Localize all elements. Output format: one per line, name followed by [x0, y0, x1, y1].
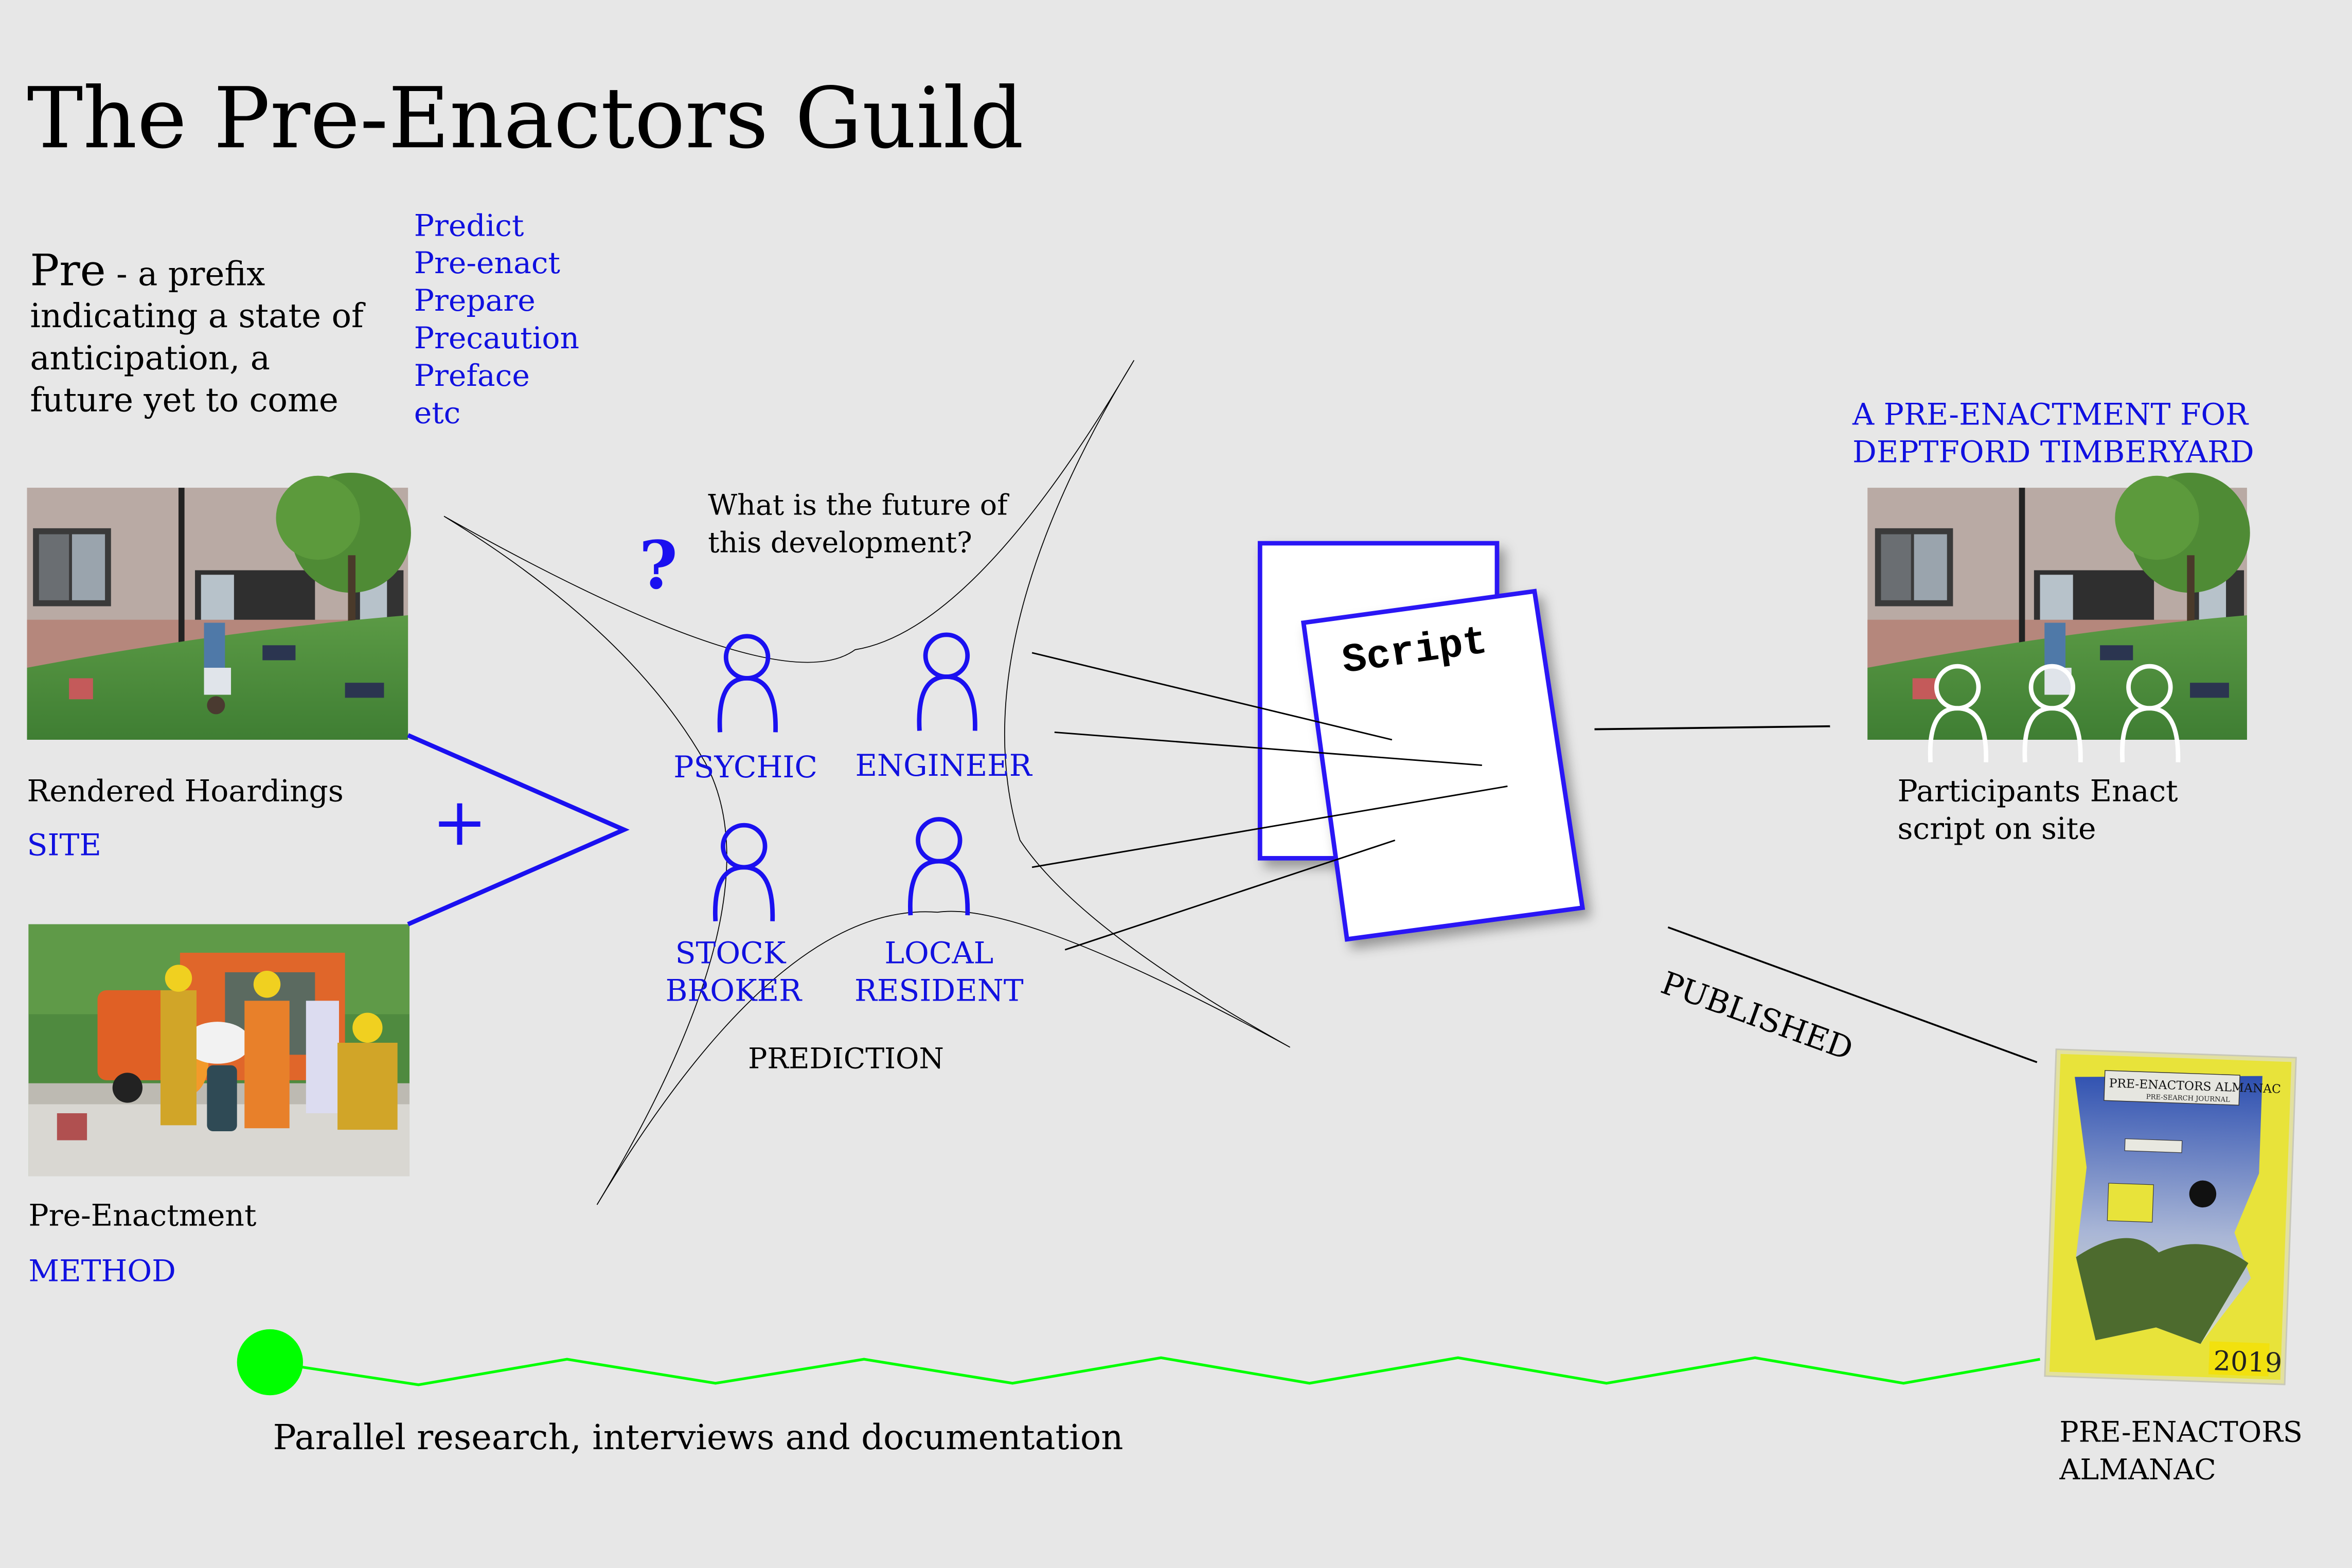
role-label-stock-broker: STOCK — [675, 935, 787, 970]
timeline-zigzag — [270, 1356, 2040, 1386]
definition-line: - a prefix — [106, 255, 265, 293]
participant-icon — [2022, 664, 2083, 762]
outcome-caption: Participants Enact — [1898, 774, 2178, 809]
definition-line: anticipation, a — [30, 339, 270, 378]
outcome-heading: DEPTFORD TIMBERYARD — [1852, 435, 2254, 470]
prefix-word: Pre-enact — [414, 245, 560, 280]
prefix-word: Precaution — [414, 320, 579, 355]
person-icon-psychic — [717, 634, 778, 733]
prefix-word: etc — [414, 396, 461, 431]
participant-icon — [2119, 664, 2181, 762]
definition-line: future yet to come — [30, 381, 338, 419]
almanac-caption: PRE-ENACTORS — [2059, 1416, 2302, 1449]
role-label-local-resident: RESIDENT — [854, 973, 1024, 1008]
prefix-word: Prepare — [414, 283, 536, 318]
question-mark-icon: ? — [639, 527, 678, 604]
almanac-caption: ALMANAC — [2059, 1453, 2216, 1486]
method-tag: METHOD — [28, 1254, 176, 1289]
method-image — [28, 924, 410, 1177]
almanac-cover-subtitle: PRE-SEARCH JOURNAL — [2146, 1093, 2231, 1104]
prediction-label: PREDICTION — [748, 1043, 944, 1076]
plus-symbol: + — [432, 784, 488, 861]
published-line — [1667, 926, 2038, 1063]
person-icon-local-resident — [908, 817, 970, 916]
timeline-label: Parallel research, interviews and docume… — [273, 1417, 1124, 1457]
role-label-psychic: PSYCHIC — [673, 750, 817, 785]
merge-chevron — [407, 733, 630, 926]
svg-text:Pre - a prefix: Pre - a prefix — [30, 245, 265, 295]
prefix-word-list: Predict Pre-enact Prepare Precaution Pre… — [414, 208, 579, 430]
question-line: this development? — [708, 527, 972, 560]
published-label: PUBLISHED — [1656, 965, 1858, 1067]
outcome-heading: A PRE-ENACTMENT FOR — [1852, 397, 2249, 432]
sun-icon — [2189, 1180, 2217, 1208]
definition-block: Pre - a prefix indicating a state of ant… — [30, 245, 366, 419]
definition-line: indicating a state of — [30, 297, 366, 335]
almanac-year: 2019 — [2213, 1345, 2283, 1379]
outcome-image — [1867, 472, 2250, 740]
prefix-word: Predict — [414, 208, 524, 243]
site-image — [27, 472, 411, 740]
outcome-caption: script on site — [1898, 811, 2096, 846]
script-to-outcome-line — [1594, 725, 1830, 730]
person-icon-engineer — [917, 632, 977, 731]
method-caption: Pre-Enactment — [28, 1198, 256, 1233]
participant-icon — [1928, 664, 1989, 762]
role-connector-lines — [1031, 652, 1508, 951]
site-tag: SITE — [27, 828, 101, 863]
script-document — [1300, 589, 1585, 942]
prefix-word: Preface — [414, 358, 530, 393]
almanac-cover: PRE-ENACTORS ALMANAC PRE-SEARCH JOURNAL … — [2044, 1048, 2297, 1385]
role-label-stock-broker: BROKER — [666, 973, 803, 1008]
page-title: The Pre-Enactors Guild — [27, 69, 1024, 167]
prediction-star-outline — [443, 360, 1291, 1205]
question-line: What is the future of — [708, 489, 1009, 522]
person-icon-stock-broker — [712, 823, 775, 922]
timeline-start-dot — [237, 1329, 303, 1396]
site-caption: Rendered Hoardings — [27, 774, 343, 809]
definition-word: Pre — [30, 245, 105, 295]
role-label-engineer: ENGINEER — [855, 748, 1032, 783]
role-label-local-resident: LOCAL — [884, 935, 993, 970]
